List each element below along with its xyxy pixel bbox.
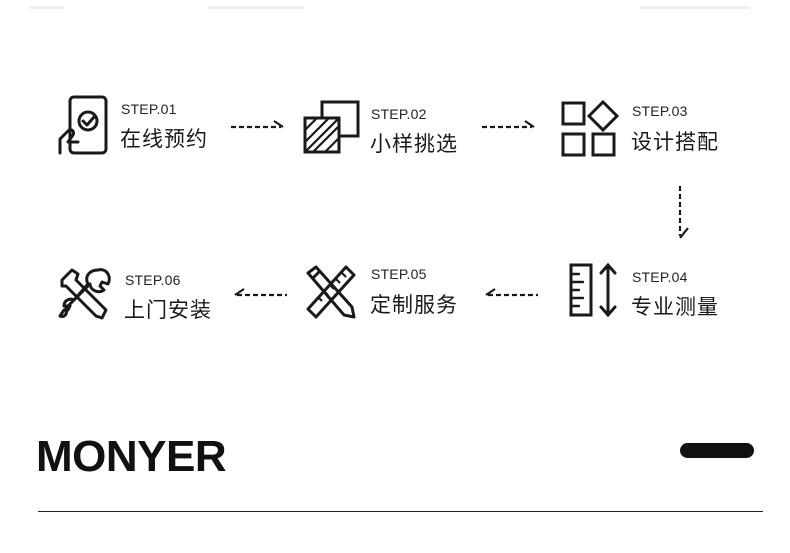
step-number: STEP.06 bbox=[125, 272, 181, 288]
step-title: 专业测量 bbox=[631, 295, 719, 319]
tools-icon bbox=[58, 268, 111, 320]
phone-check-icon bbox=[58, 95, 108, 155]
dashed-arrow-left-icon bbox=[485, 288, 538, 297]
fabric-swatch-icon bbox=[303, 100, 360, 154]
top-edge-mark bbox=[208, 6, 304, 9]
dashed-arrow-down-icon bbox=[678, 186, 689, 239]
dashed-arrow-right-icon bbox=[482, 120, 535, 129]
dashed-arrow-left-icon bbox=[234, 288, 287, 297]
dashed-arrow-right-icon bbox=[231, 120, 284, 129]
step-number: STEP.04 bbox=[632, 269, 688, 285]
top-edge-mark bbox=[640, 6, 750, 9]
step-title: 上门安装 bbox=[124, 298, 212, 322]
brand-name: MONYER bbox=[36, 432, 227, 481]
divider-line bbox=[38, 511, 763, 512]
decorative-pill bbox=[680, 443, 754, 458]
step-title: 设计搭配 bbox=[631, 130, 719, 154]
ruler-measure-icon bbox=[569, 262, 617, 318]
step-number: STEP.03 bbox=[632, 103, 688, 119]
step-number: STEP.02 bbox=[371, 106, 427, 122]
step-number: STEP.01 bbox=[121, 101, 177, 117]
step-number: STEP.05 bbox=[371, 266, 427, 282]
top-edge-mark bbox=[30, 6, 64, 9]
pencil-ruler-icon bbox=[306, 265, 356, 319]
step-title: 定制服务 bbox=[370, 293, 458, 317]
step-title: 小样挑选 bbox=[370, 132, 458, 156]
step-title: 在线预约 bbox=[120, 127, 208, 151]
shapes-grid-icon bbox=[561, 100, 620, 157]
